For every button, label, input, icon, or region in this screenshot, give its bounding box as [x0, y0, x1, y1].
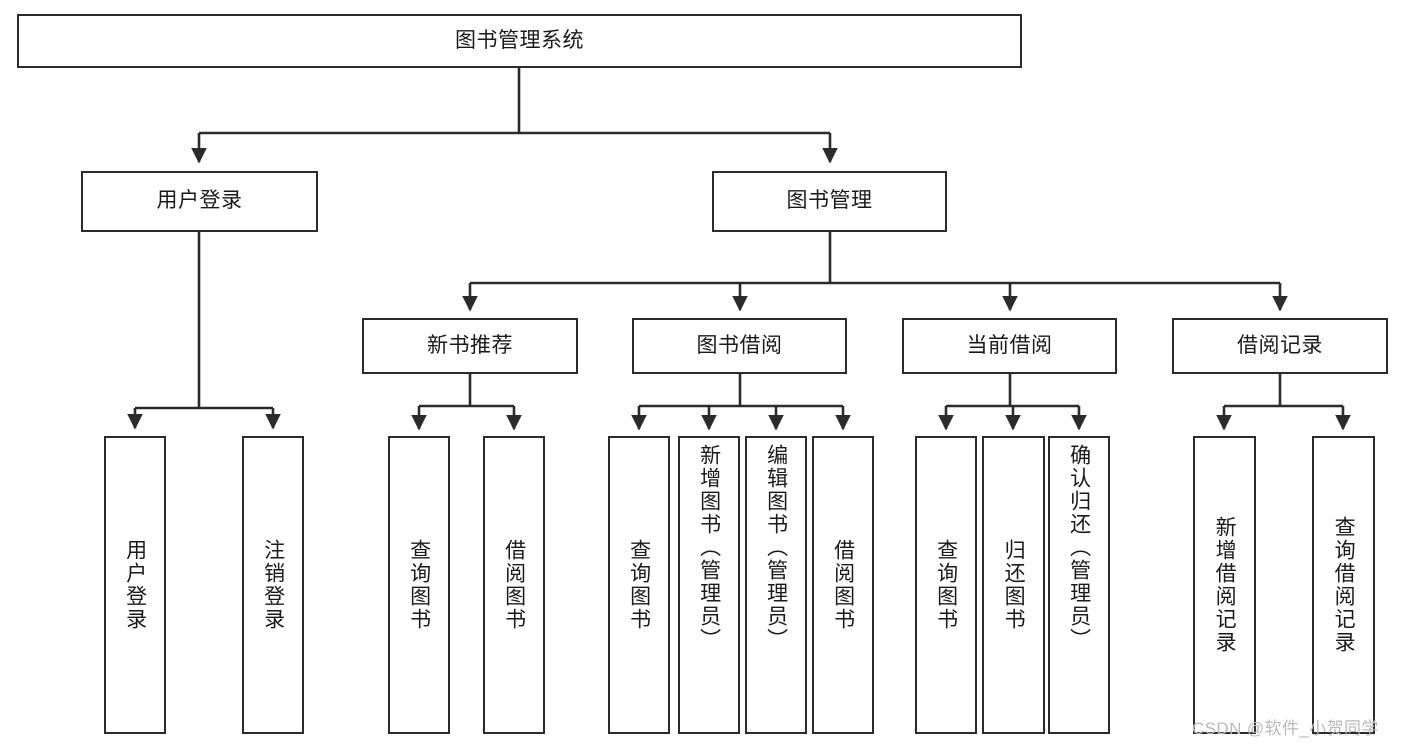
node-book-manage[interactable]: 图书管理: [712, 171, 947, 232]
leaf-user-logout-label: 注销登录: [261, 539, 285, 631]
leaf-user-login-label: 用户登录: [123, 539, 147, 631]
leaf-confirm-return[interactable]: 确认归还（管理员）: [1048, 436, 1110, 734]
node-book-borrow[interactable]: 图书借阅: [632, 318, 847, 374]
leaf-borrow-book-label: 借阅图书: [831, 539, 855, 631]
leaf-query-borrow-record[interactable]: 查询借阅记录: [1312, 436, 1375, 734]
leaf-query-book-current-label: 查询图书: [934, 539, 958, 631]
leaf-add-borrow-record-label: 新增借阅记录: [1213, 516, 1237, 654]
node-user-login[interactable]: 用户登录: [81, 171, 318, 232]
node-book-manage-label: 图书管理: [786, 189, 873, 213]
node-borrow-record-label: 借阅记录: [1237, 333, 1323, 357]
node-root-label: 图书管理系统: [455, 28, 584, 52]
leaf-edit-book[interactable]: 编辑图书（管理员）: [745, 436, 807, 734]
leaf-add-borrow-record[interactable]: 新增借阅记录: [1193, 436, 1256, 734]
node-root[interactable]: 图书管理系统: [17, 14, 1022, 68]
leaf-query-book-recommend[interactable]: 查询图书: [388, 436, 450, 734]
leaf-query-book-current[interactable]: 查询图书: [915, 436, 977, 734]
node-book-borrow-label: 图书借阅: [696, 333, 783, 357]
node-current-borrow-label: 当前借阅: [966, 333, 1053, 357]
leaf-borrow-book[interactable]: 借阅图书: [812, 436, 874, 734]
leaf-borrow-book-recommend-label: 借阅图书: [502, 539, 526, 631]
leaf-user-logout[interactable]: 注销登录: [242, 436, 304, 734]
leaf-query-book-borrow[interactable]: 查询图书: [608, 436, 670, 734]
leaf-add-book[interactable]: 新增图书（管理员）: [678, 436, 740, 734]
leaf-query-book-recommend-label: 查询图书: [407, 539, 431, 631]
node-borrow-record[interactable]: 借阅记录: [1172, 318, 1388, 374]
leaf-return-book[interactable]: 归还图书: [982, 436, 1045, 734]
leaf-confirm-return-label: 确认归还（管理员）: [1067, 444, 1091, 651]
leaf-return-book-label: 归还图书: [1002, 539, 1026, 631]
leaf-query-book-borrow-label: 查询图书: [627, 539, 651, 631]
leaf-edit-book-label: 编辑图书（管理员）: [764, 444, 788, 651]
leaf-add-book-label: 新增图书（管理员）: [697, 444, 721, 651]
leaf-borrow-book-recommend[interactable]: 借阅图书: [483, 436, 545, 734]
node-new-book-recommend-label: 新书推荐: [427, 333, 513, 357]
leaf-user-login[interactable]: 用户登录: [104, 436, 166, 734]
node-current-borrow[interactable]: 当前借阅: [902, 318, 1117, 374]
leaf-query-borrow-record-label: 查询借阅记录: [1332, 516, 1356, 654]
csdn-watermark: CSDN @软件_小贺同学: [1192, 719, 1379, 738]
node-new-book-recommend[interactable]: 新书推荐: [362, 318, 578, 374]
node-user-login-label: 用户登录: [156, 189, 243, 213]
